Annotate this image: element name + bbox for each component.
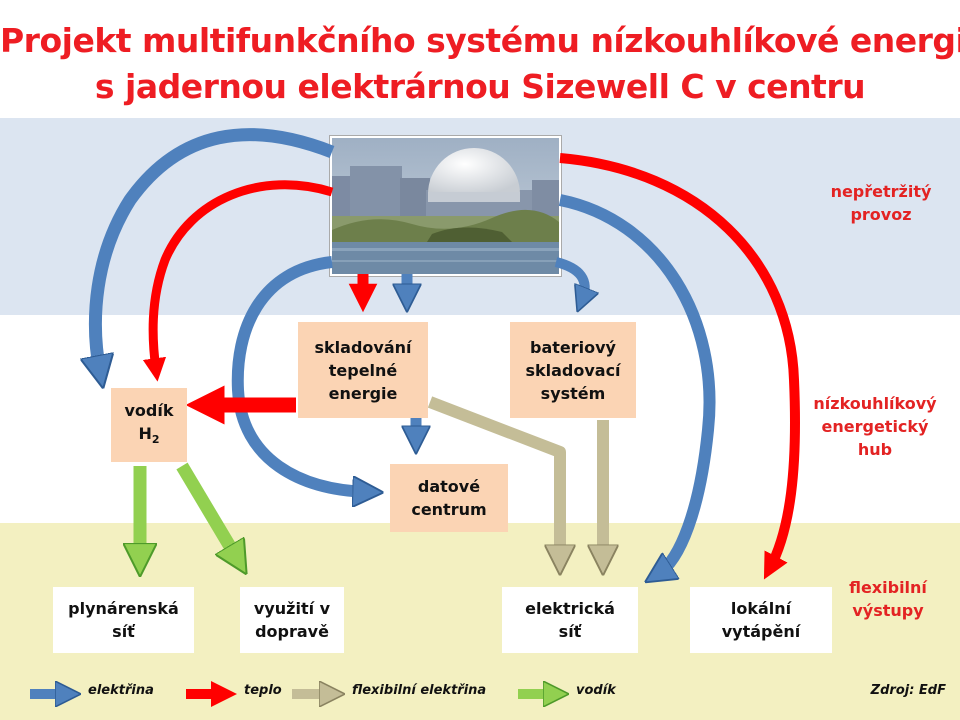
arrow-hydrogen-to-transport: [176, 462, 238, 560]
sizewell-plant-photo: [330, 136, 561, 276]
side-label-line: flexibilní: [849, 578, 927, 597]
node-data-center: datové centrum: [390, 464, 508, 532]
node-transport: využití v dopravě: [240, 587, 344, 653]
side-label-line: nízkouhlíkový: [813, 394, 937, 413]
node-battery-storage: bateriový skladovací systém: [510, 322, 636, 418]
side-label-line: energetický: [821, 417, 929, 436]
node-label: tepelné: [328, 360, 398, 380]
node-label: lokální: [730, 599, 792, 618]
node-label: využití v: [253, 599, 331, 618]
side-label-flexible: flexibilní výstupy: [826, 576, 950, 622]
node-label: síť: [558, 622, 582, 641]
node-label: centrum: [411, 500, 487, 519]
arrow-heat-to-heating: [559, 153, 800, 580]
arrow-electricity-to-datacenter: [231, 256, 368, 492]
node-electric-grid: elektrická síť: [502, 587, 638, 653]
node-label: systém: [540, 383, 606, 403]
node-label: skladování: [314, 337, 412, 357]
side-label-line: nepřetržitý: [830, 182, 932, 201]
arrow-electricity-to-grid: [558, 194, 716, 574]
side-label-line: provoz: [850, 205, 912, 224]
node-label: datové: [417, 477, 481, 496]
node-label: vytápění: [721, 622, 801, 641]
title-line-2: s jadernou elektrárnou Sizewell C v cent…: [94, 67, 866, 106]
hydrogen-subscript: 2: [151, 433, 160, 447]
node-label: plynárenská: [68, 599, 179, 618]
node-label: vodík: [124, 400, 174, 420]
node-label: bateriový: [530, 337, 616, 357]
node-thermal-storage: skladování tepelné energie: [298, 322, 428, 418]
node-label: dopravě: [255, 622, 329, 641]
node-label: skladovací: [525, 360, 621, 380]
arrow-flexible-storage-to-grid: [427, 396, 560, 560]
node-gas-network: plynárenská síť: [53, 587, 194, 653]
side-label-hub: nízkouhlíkový energetický hub: [800, 392, 950, 461]
node-label: síť: [112, 622, 135, 641]
node-label: H2: [125, 422, 174, 451]
side-label-continuous: nepřetržitý provoz: [816, 180, 946, 226]
source-credit: Zdroj: EdF: [870, 683, 946, 698]
arrow-electricity-to-battery: [554, 257, 585, 300]
arrow-electricity-to-hydrogen: [95, 128, 335, 372]
side-label-line: hub: [857, 440, 893, 459]
page-title: Projekt multifunkčního systému nízkouhlí…: [0, 18, 960, 110]
node-hydrogen: vodík H2: [111, 388, 187, 462]
title-line-1: Projekt multifunkčního systému nízkouhlí…: [0, 21, 960, 60]
side-label-line: výstupy: [852, 601, 924, 620]
arrow-heat-to-hydrogen: [142, 180, 334, 382]
node-local-heating: lokální vytápění: [690, 587, 832, 653]
legend-flexible-label: flexibilní elektřina: [352, 683, 487, 698]
plant-illustration: [332, 138, 559, 274]
node-label: energie: [328, 383, 398, 403]
hydrogen-symbol: H: [138, 423, 152, 443]
legend-electricity-label: elektřina: [88, 683, 154, 698]
legend-hydrogen-label: vodík: [576, 683, 616, 698]
node-label: elektrická: [525, 599, 615, 618]
legend-heat-label: teplo: [244, 683, 282, 698]
